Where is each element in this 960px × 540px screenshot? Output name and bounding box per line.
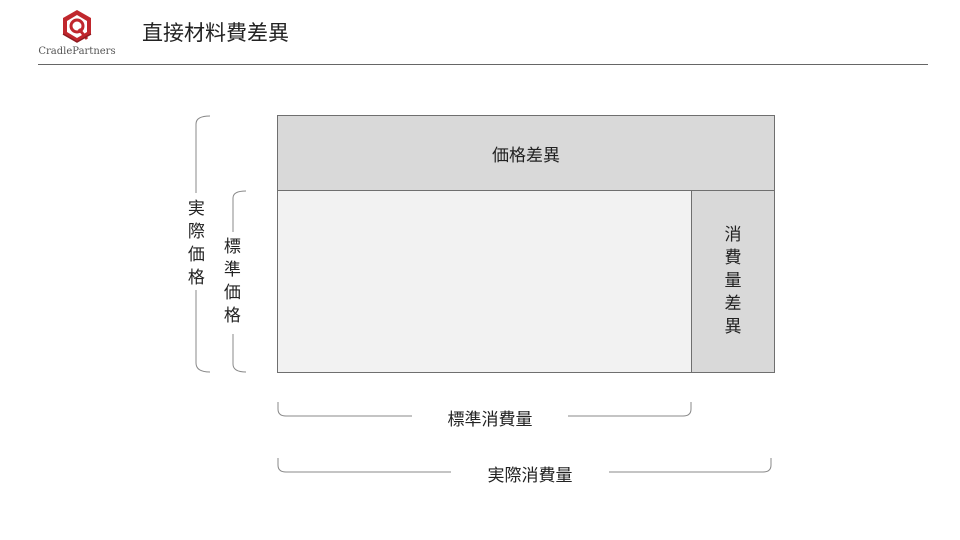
standard-cost-box <box>277 190 692 373</box>
standard-price-bracket <box>232 190 247 373</box>
standard-quantity-label: 標準消費量 <box>447 410 533 430</box>
actual-quantity-label: 実際消費量 <box>487 466 573 486</box>
standard-quantity-bracket <box>277 402 692 417</box>
actual-price-label: 実際価格 <box>187 199 205 288</box>
quantity-variance-box: 消費量差異 <box>691 190 775 373</box>
header-divider <box>38 64 928 65</box>
quantity-variance-label: 消費量差異 <box>724 225 742 337</box>
price-variance-box: 価格差異 <box>277 115 775 191</box>
cradle-partners-logo <box>62 10 92 43</box>
page-title: 直接材料費差異 <box>142 21 289 45</box>
actual-price-bracket <box>195 115 211 373</box>
standard-price-label: 標準価格 <box>223 237 241 326</box>
price-variance-label: 価格差異 <box>492 145 560 166</box>
actual-quantity-bracket <box>277 458 772 473</box>
logo-wordmark: CradlePartners <box>38 46 116 57</box>
